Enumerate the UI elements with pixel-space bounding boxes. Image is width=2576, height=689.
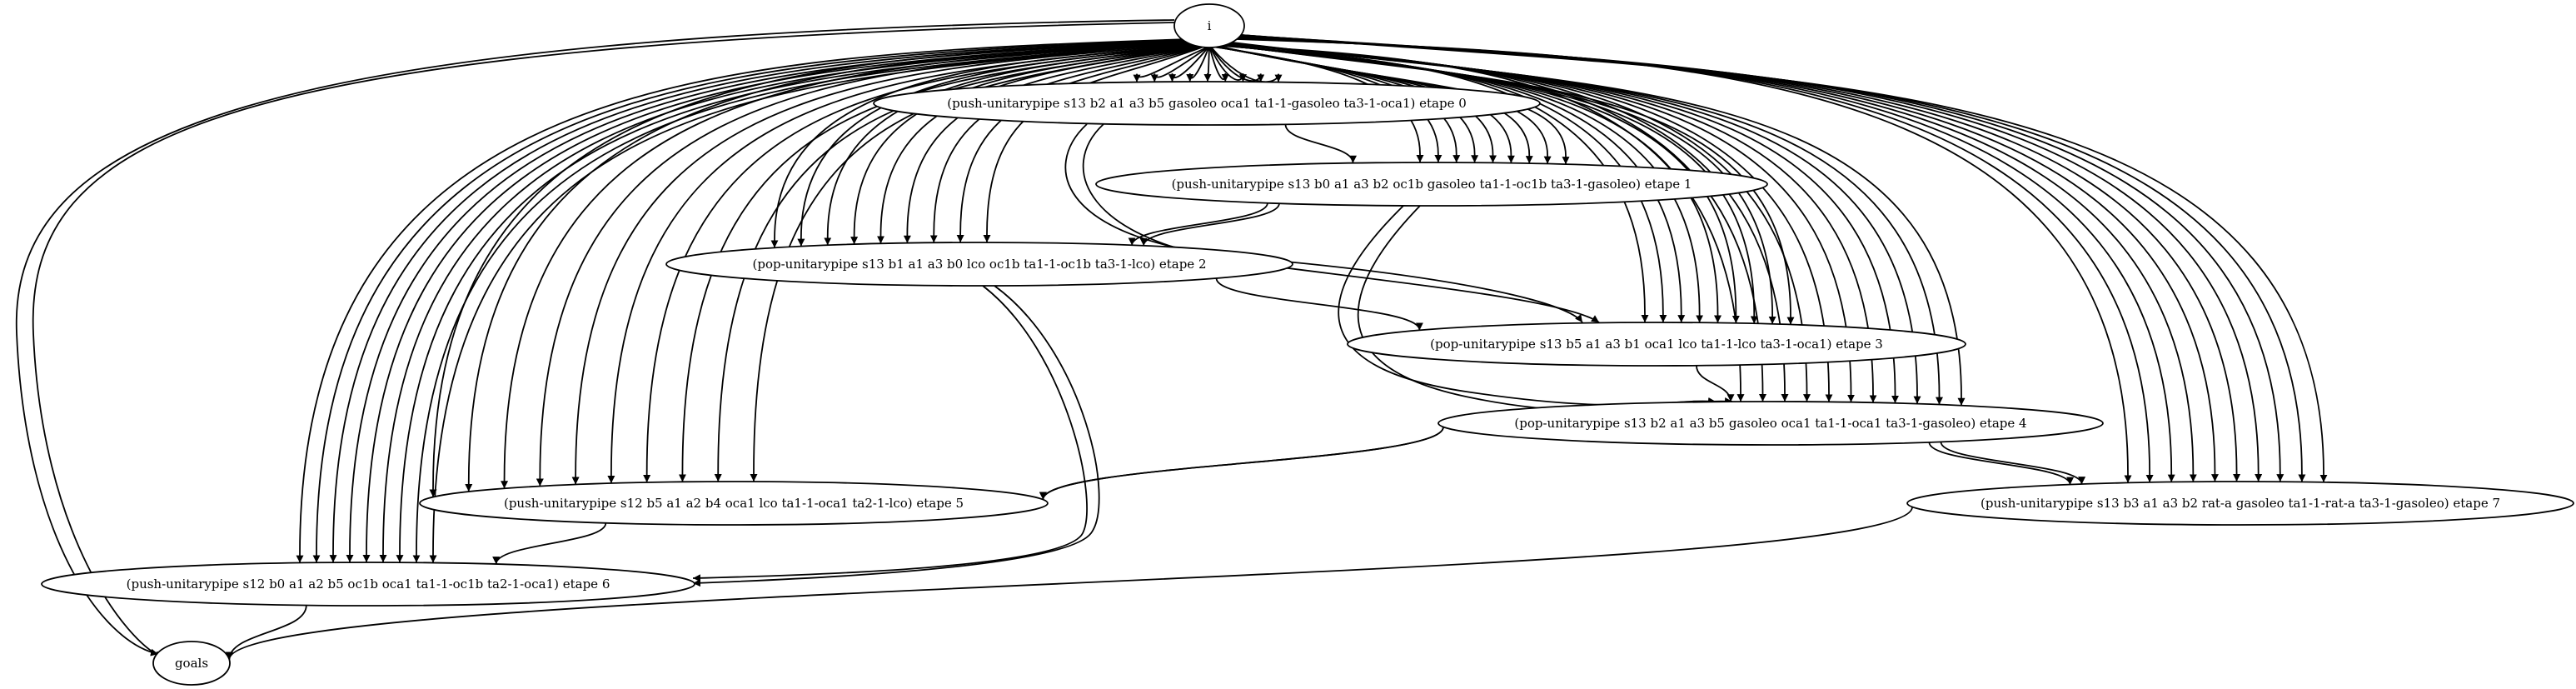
edge-e2-to-e6: [692, 285, 1088, 582]
edge-i-to-e4: [1231, 41, 1966, 406]
edge-i-to-e5: [607, 43, 1192, 484]
edge-i-to-e0: [1150, 47, 1208, 82]
edge-i-to-e6: [362, 40, 1184, 562]
edge-e0-to-e3: [1064, 123, 1583, 323]
edge-i-to-e6: [346, 39, 1184, 563]
edge-i-to-e6: [312, 38, 1183, 563]
node-etape-1-label: (push-unitarypipe s13 b0 a1 a3 b2 oc1b g…: [1172, 177, 1692, 192]
edge-i-to-e6: [329, 39, 1183, 563]
edge-i-to-e0: [1133, 47, 1208, 82]
edge-i-to-e0: [1209, 47, 1247, 82]
node-etape-2-label: (pop-unitarypipe s13 b1 a1 a3 b0 lco oc1…: [753, 257, 1207, 272]
edge-e2-to-e3: [1215, 277, 1423, 331]
edge-e4-to-e5: [1039, 427, 1444, 500]
edge-e6-to-goals: [225, 605, 307, 660]
node-etape-2: (pop-unitarypipe s13 b1 a1 a3 b0 lco oc1…: [665, 242, 1293, 287]
node-etape-5: (push-unitarypipe s12 b5 a1 a2 b4 oca1 l…: [419, 481, 1049, 526]
edge-i-to-e2: [956, 46, 1203, 243]
edge-i-to-e6: [296, 38, 1183, 563]
node-i-label: i: [1208, 18, 1212, 33]
edge-e1-to-e4: [1357, 205, 1733, 412]
edge-i-to-e5: [571, 42, 1191, 485]
edge-i-to-e6: [396, 40, 1185, 563]
edge-e3-to-e4: [1696, 365, 1735, 402]
node-etape-3-label: (pop-unitarypipe s13 b5 a1 a3 b1 oca1 lc…: [1430, 337, 1883, 352]
edge-i-to-e5: [714, 44, 1195, 482]
edge-e5-to-e6: [492, 522, 607, 565]
edge-i-to-e2: [877, 46, 1200, 244]
node-etape-0: (push-unitarypipe s13 b2 a1 a3 b5 gasole…: [873, 81, 1541, 126]
node-etape-5-label: (push-unitarypipe s12 b5 a1 a2 b4 oca1 l…: [504, 496, 964, 511]
edge-i-to-e3: [1226, 43, 1795, 325]
edge-i-to-e5: [750, 45, 1196, 482]
edge-i-to-e6: [429, 41, 1187, 563]
node-etape-3: (pop-unitarypipe s13 b5 a1 a3 b1 oca1 lc…: [1347, 322, 1966, 367]
node-etape-6: (push-unitarypipe s12 b0 a1 a2 b5 oc1b o…: [41, 562, 695, 607]
edge-i-to-e0: [1203, 47, 1212, 82]
edge-i-to-e5: [643, 43, 1193, 483]
edge-i-to-e0: [1208, 47, 1229, 82]
edge-i-to-e0: [1168, 47, 1209, 82]
edge-e2-to-e6: [692, 285, 1100, 587]
edge-i-to-e0: [1186, 47, 1210, 82]
edge-e4-to-e7: [1940, 442, 2086, 485]
edge-i-to-e5: [678, 44, 1194, 482]
edge-i-to-e6: [412, 41, 1186, 563]
edge-e0-to-e1: [1284, 124, 1357, 163]
edge-i-to-e7: [1240, 34, 2328, 482]
edge-e7-to-goals: [226, 507, 1913, 660]
node-etape-6-label: (push-unitarypipe s12 b0 a1 a2 b5 oc1b o…: [127, 577, 610, 592]
edge-e1-to-e4: [1338, 205, 1717, 406]
node-goals: goals: [152, 641, 231, 686]
node-i: i: [1173, 3, 1245, 48]
edge-e1-to-e2: [1128, 202, 1268, 246]
node-etape-0-label: (push-unitarypipe s13 b2 a1 a3 b5 gasole…: [947, 96, 1467, 111]
edge-i-to-e6: [379, 40, 1185, 563]
node-etape-7-label: (push-unitarypipe s13 b3 a1 a3 b2 rat-a …: [1981, 496, 2500, 511]
node-etape-4-label: (pop-unitarypipe s13 b2 a1 a3 b5 gasoleo…: [1514, 416, 2026, 431]
node-etape-4: (pop-unitarypipe s13 b2 a1 a3 b5 gasoleo…: [1437, 401, 2104, 446]
node-goals-label: goals: [175, 656, 208, 671]
edge-i-to-e0: [1210, 47, 1265, 82]
edge-e4-to-e7: [1928, 442, 2075, 485]
node-etape-1: (push-unitarypipe s13 b0 a1 a3 b2 oc1b g…: [1095, 162, 1768, 207]
edge-e1-to-e2: [1139, 202, 1280, 247]
node-etape-7: (push-unitarypipe s13 b3 a1 a3 b2 rat-a …: [1906, 481, 2574, 526]
nodes-layer: i (push-unitarypipe s13 b2 a1 a3 b5 gaso…: [41, 3, 2574, 686]
